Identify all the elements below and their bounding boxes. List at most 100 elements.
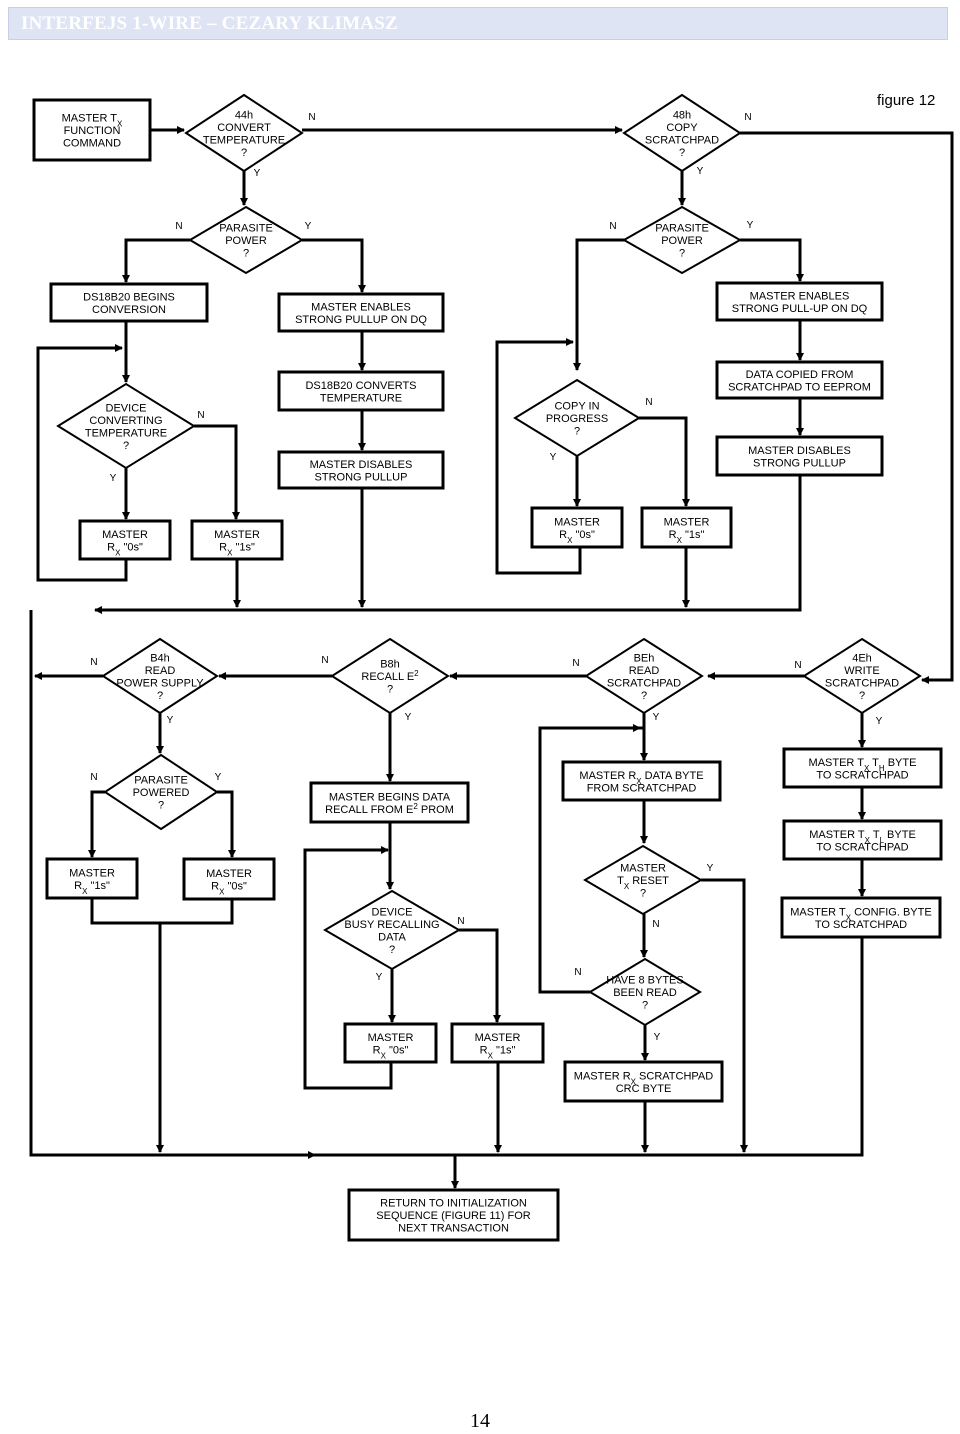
branch-yes-label: Y: [405, 712, 412, 723]
connector: [573, 238, 626, 371]
figure-label: figure 12: [877, 92, 936, 109]
node-label: COPY: [666, 122, 698, 134]
branch-no-label: N: [175, 221, 182, 232]
node-label: DATA COPIED FROM: [746, 369, 854, 381]
connector: [94, 475, 802, 614]
node-label: READ: [145, 665, 176, 677]
node-label: MASTER: [69, 867, 115, 879]
branch-no-label: N: [321, 655, 328, 666]
node-label: MASTER: [368, 1032, 414, 1044]
node-label: RX "0s": [211, 880, 247, 896]
connector: [740, 238, 804, 282]
node-label: PARASITE: [655, 223, 709, 235]
flow-nodes: MASTER TXFUNCTIONCOMMAND44hCONVERTTEMPER…: [32, 93, 943, 1242]
node-label: CONVERTING: [89, 415, 162, 427]
node-label: ?: [574, 426, 580, 438]
branch-yes-label: Y: [376, 972, 383, 983]
branch-no-label: N: [308, 112, 315, 123]
node-label: BEh: [634, 652, 655, 664]
node-label: RX "1s": [74, 880, 110, 896]
node-label: SCRATCHPAD: [607, 677, 681, 689]
node-label: SCRATCHPAD: [645, 134, 719, 146]
node-label: STRONG PULL-UP ON DQ: [732, 303, 868, 315]
node-label: TEMPERATURE: [203, 134, 285, 146]
branch-no-label: N: [574, 967, 581, 978]
node-label: RECALL FROM E2 PROM: [325, 801, 454, 816]
node-label: SCRATCHPAD: [825, 677, 899, 689]
page-header: INTERFEJS 1-WIRE – CEZARY KLIMASZ: [8, 7, 948, 40]
branch-no-label: N: [572, 658, 579, 669]
node-label: CONVERSION: [92, 304, 166, 316]
node-label: TEMPERATURE: [320, 392, 402, 404]
node-label: ?: [642, 1000, 648, 1012]
node-label: DATA: [378, 931, 406, 943]
node-label: POWER: [225, 235, 267, 247]
node-label: NEXT TRANSACTION: [398, 1223, 509, 1235]
branch-yes-label: Y: [707, 863, 714, 874]
node-label: HAVE 8 BYTES: [606, 975, 683, 987]
connector: [217, 790, 236, 858]
node-label: MASTER ENABLES: [750, 290, 850, 302]
branch-no-label: N: [609, 221, 616, 232]
connector: [29, 838, 864, 1157]
node-label: ?: [679, 248, 685, 260]
branch-yes-label: Y: [305, 221, 312, 232]
node-label: ?: [123, 440, 129, 452]
connector: [160, 899, 234, 925]
node-label: PARASITE: [134, 775, 188, 787]
connector: [194, 424, 240, 520]
node-label: RX "1s": [669, 529, 705, 545]
connector: [639, 416, 690, 507]
node-label: FROM SCRATCHPAD: [587, 782, 697, 794]
node-label: RX "0s": [107, 541, 143, 557]
node-label: ?: [641, 690, 647, 702]
connector: [36, 344, 128, 582]
node-label: PARASITE: [219, 223, 273, 235]
node-label: MASTER: [664, 516, 710, 528]
node-label: DEVICE: [106, 402, 147, 414]
node-label: ?: [387, 684, 393, 696]
node-label: TX RESET: [617, 875, 669, 891]
node-label: SEQUENCE (FIGURE 11) FOR: [376, 1210, 530, 1222]
branch-yes-label: Y: [167, 715, 174, 726]
node-label: MASTER: [554, 516, 600, 528]
branch-yes-label: Y: [215, 772, 222, 783]
node-label: RX "0s": [559, 529, 595, 545]
node-label: BEEN READ: [613, 987, 677, 999]
node-label: MASTER TX TH BYTE: [809, 757, 917, 773]
node-label: TEMPERATURE: [85, 427, 167, 439]
branch-yes-label: Y: [697, 166, 704, 177]
node-label: PROGRESS: [546, 413, 608, 425]
connector: [90, 898, 164, 1153]
node-label: DEVICE: [372, 906, 413, 918]
branch-no-label: N: [645, 397, 652, 408]
branch-no-label: N: [197, 410, 204, 421]
node-label: MASTER: [214, 529, 260, 541]
node-label: MASTER: [102, 529, 148, 541]
branch-no-label: N: [90, 657, 97, 668]
node-label: B8h: [380, 659, 400, 671]
node-label: DS18B20 BEGINS: [83, 291, 175, 303]
flow-connectors: [29, 126, 954, 1189]
node-label: ?: [158, 800, 164, 812]
node-label: TO SCRATCHPAD: [816, 841, 908, 853]
branch-no-label: N: [90, 772, 97, 783]
node-label: COPY IN: [554, 401, 599, 413]
node-label: STRONG PULLUP: [753, 457, 846, 469]
branch-yes-label: Y: [747, 220, 754, 231]
